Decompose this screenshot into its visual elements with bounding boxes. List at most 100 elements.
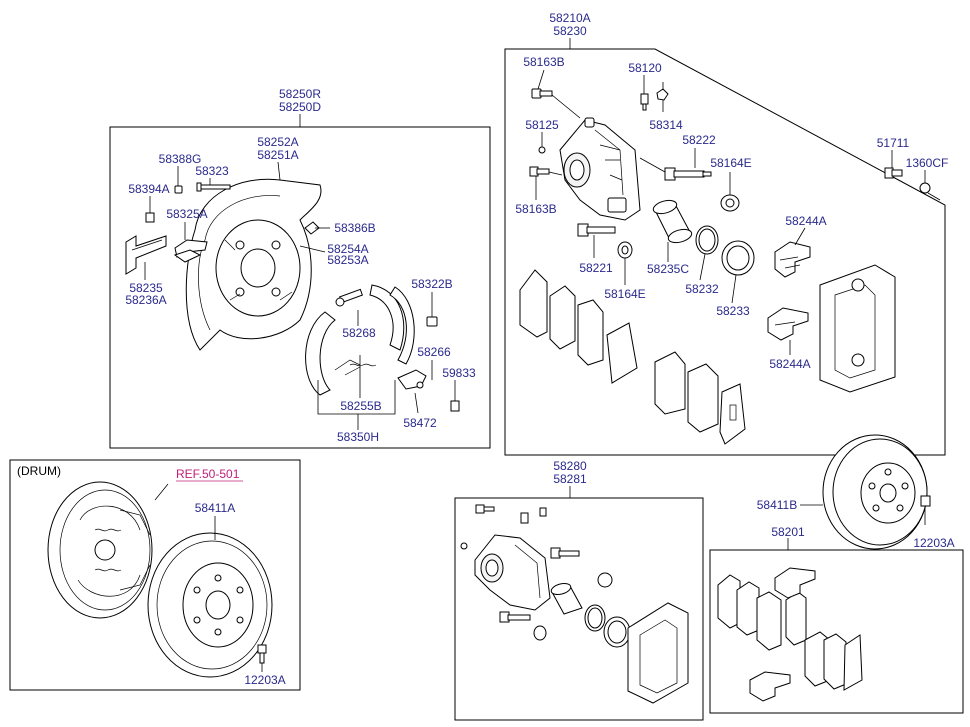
hub-bolt[interactable] xyxy=(884,167,903,179)
rear-caliper-group-box xyxy=(454,497,704,721)
label-58250D: 58250D xyxy=(279,100,321,114)
caliper-mounting-bracket[interactable] xyxy=(819,264,896,393)
rear-pad-clips-lower[interactable] xyxy=(749,671,791,702)
label-58221: 58221 xyxy=(579,261,613,275)
label-58325A: 58325A xyxy=(166,207,207,221)
label-58472: 58472 xyxy=(403,416,437,430)
rear-piston[interactable] xyxy=(550,582,583,615)
rear-pad-set-box xyxy=(709,549,964,714)
label-58164E-top: 58164E xyxy=(710,156,751,170)
label-58266: 58266 xyxy=(417,345,451,359)
bleeder-cap[interactable] xyxy=(656,88,669,101)
front-caliper-group-box xyxy=(504,48,946,456)
parking-lever-bracket[interactable] xyxy=(125,235,167,275)
adjuster-bolt[interactable] xyxy=(145,212,155,223)
label-51711: 51711 xyxy=(877,136,910,150)
part-labels: 58210A 58230 58163B 58120 58125 58314 58… xyxy=(17,11,955,687)
rear-caliper-body[interactable] xyxy=(474,534,551,611)
label-58411A: 58411A xyxy=(195,501,235,515)
label-58201: 58201 xyxy=(771,525,805,539)
rear-guide-pin-lower[interactable] xyxy=(499,611,531,623)
label-12203A-disc: 12203A xyxy=(913,536,954,550)
label-58411B: 58411B xyxy=(757,498,797,512)
hold-down-pin[interactable] xyxy=(196,182,231,192)
label-58386B: 58386B xyxy=(334,221,375,235)
label-58125: 58125 xyxy=(525,118,559,132)
guide-pin-boot-upper[interactable] xyxy=(720,194,740,212)
rear-pad-clips-upper[interactable] xyxy=(774,567,816,599)
rear-boot-lower[interactable] xyxy=(533,625,547,641)
guide-pin-lower[interactable] xyxy=(577,223,616,237)
shoe-retainer[interactable] xyxy=(426,316,438,327)
parking-lever[interactable] xyxy=(397,369,427,390)
disc-and-pads-group xyxy=(709,434,964,714)
label-58163B-bottom: 58163B xyxy=(515,202,556,216)
label-58164E-bottom: 58164E xyxy=(604,287,645,301)
guide-bolt-bottom[interactable] xyxy=(529,166,550,177)
label-58251A: 58251A xyxy=(257,148,298,162)
label-ref-50-501[interactable]: REF.50-501 xyxy=(176,467,240,481)
label-58210A: 58210A xyxy=(549,11,590,25)
disc-screw[interactable] xyxy=(920,495,931,507)
label-58235: 58235 xyxy=(129,281,163,295)
label-12203A-drum: 12203A xyxy=(244,673,285,687)
lever-bolt[interactable] xyxy=(450,400,460,412)
brake-drum[interactable] xyxy=(147,532,273,678)
drum-screw[interactable] xyxy=(257,644,267,664)
label-58253A: 58253A xyxy=(327,253,368,267)
backing-plate[interactable] xyxy=(215,219,301,317)
pad-clip-lower[interactable] xyxy=(767,307,809,341)
label-58244A-bottom: 58244A xyxy=(769,357,810,371)
drum-group xyxy=(9,459,301,691)
label-58322B: 58322B xyxy=(411,277,452,291)
label-58233: 58233 xyxy=(716,304,750,318)
rear-guide-bolt[interactable] xyxy=(475,504,495,514)
lever-spring-clip[interactable] xyxy=(173,239,208,263)
piston-dust-boot[interactable] xyxy=(721,240,755,276)
label-58280: 58280 xyxy=(553,459,587,473)
piston-seal[interactable] xyxy=(695,225,719,255)
front-caliper-group xyxy=(504,38,946,456)
front-brake-pads[interactable] xyxy=(519,269,746,445)
label-58394A: 58394A xyxy=(128,182,169,196)
rear-bleeder[interactable] xyxy=(520,507,547,524)
rear-caliper-group xyxy=(454,486,704,721)
brake-disc[interactable] xyxy=(822,434,928,550)
parking-brake-group xyxy=(109,114,491,449)
rear-brake-pads[interactable] xyxy=(717,574,863,691)
label-58281: 58281 xyxy=(553,472,587,486)
label-58232: 58232 xyxy=(685,282,719,296)
front-caliper-body[interactable] xyxy=(559,117,641,221)
bleeder-screw[interactable] xyxy=(640,93,649,111)
pad-clip-upper[interactable] xyxy=(774,241,811,278)
label-58350H: 58350H xyxy=(337,430,379,444)
rear-guide-pin-upper[interactable] xyxy=(550,547,580,559)
drum-brake-assembly[interactable] xyxy=(47,481,153,619)
guide-pin-upper[interactable] xyxy=(664,167,712,181)
label-58314: 58314 xyxy=(649,118,683,132)
rear-boot-upper[interactable] xyxy=(597,572,613,588)
label-58163B-top: 58163B xyxy=(523,55,564,69)
label-58244A-top: 58244A xyxy=(785,214,826,228)
rear-caliper-bracket[interactable] xyxy=(627,602,689,704)
caliper-fitting[interactable] xyxy=(538,146,546,154)
rear-piston-seal[interactable] xyxy=(584,604,606,632)
hub-nut[interactable] xyxy=(919,182,931,194)
label-1360CF: 1360CF xyxy=(906,156,949,170)
rear-fitting[interactable] xyxy=(460,542,468,550)
parking-brake-group-box xyxy=(109,126,491,449)
shoe-adjuster[interactable] xyxy=(335,288,364,307)
guide-bolt-top[interactable] xyxy=(531,88,553,99)
caliper-piston[interactable] xyxy=(652,198,693,245)
hold-down-pin-upper[interactable] xyxy=(174,185,183,194)
label-58388G: 58388G xyxy=(159,152,202,166)
label-58323: 58323 xyxy=(195,164,229,178)
guide-pin-boot-lower[interactable] xyxy=(617,241,633,259)
rear-piston-boot[interactable] xyxy=(603,616,631,648)
brake-shoe-set[interactable] xyxy=(305,284,415,396)
label-58250R: 58250R xyxy=(279,87,321,101)
label-58235C: 58235C xyxy=(647,262,689,276)
label-58268: 58268 xyxy=(342,326,376,340)
label-58230: 58230 xyxy=(553,24,587,38)
